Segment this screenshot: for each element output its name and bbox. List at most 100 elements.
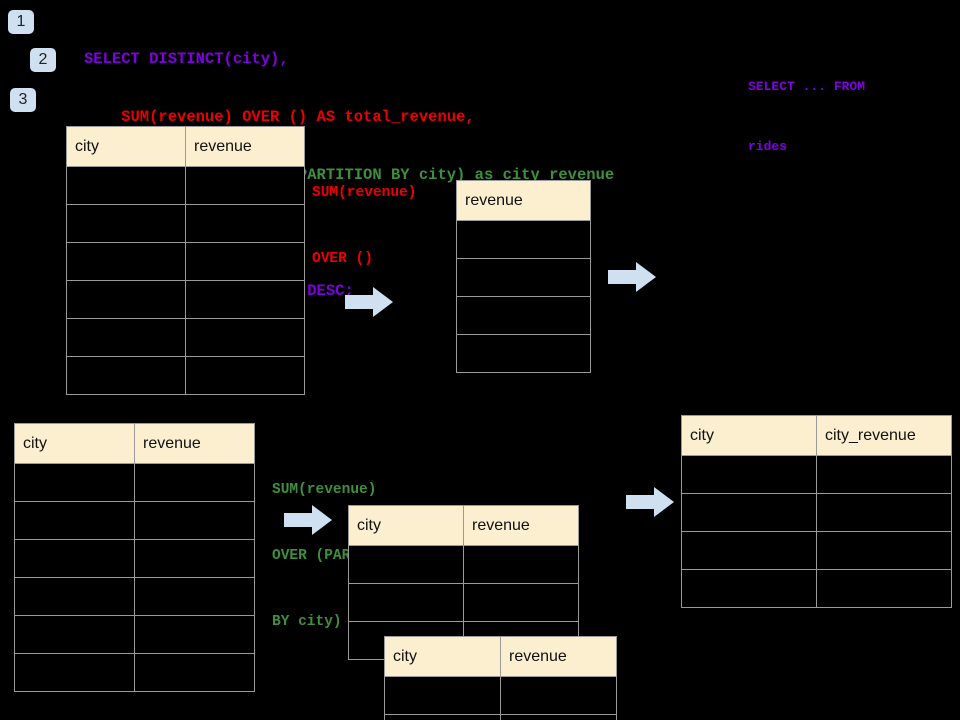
table-row bbox=[348, 545, 579, 584]
annotation-city-revenue: SUM(revenue) OVER (PARTITION BY city) bbox=[272, 435, 403, 677]
cell-city bbox=[681, 531, 817, 570]
step-badge-2-label: 2 bbox=[38, 51, 48, 68]
table-row bbox=[66, 280, 305, 319]
table-row bbox=[14, 653, 255, 692]
table-row bbox=[14, 577, 255, 616]
cell-revenue bbox=[185, 242, 305, 281]
cell-revenue bbox=[500, 676, 617, 715]
cell-revenue bbox=[134, 501, 255, 540]
side-note-select-from-rides: SELECT ... FROM rides bbox=[748, 37, 865, 197]
step-badge-3-label: 3 bbox=[18, 91, 28, 108]
arrow-right-icon bbox=[626, 487, 674, 517]
arrow-shaft bbox=[345, 295, 375, 309]
column-header-revenue: revenue bbox=[185, 126, 305, 167]
cell-city bbox=[66, 242, 186, 281]
column-header-city: city bbox=[384, 636, 501, 677]
cell-city bbox=[681, 569, 817, 608]
table-row bbox=[681, 531, 952, 570]
table-header-row: city city_revenue bbox=[681, 415, 952, 456]
cell-revenue bbox=[134, 653, 255, 692]
table-row bbox=[66, 318, 305, 357]
arrow-right-icon bbox=[608, 262, 656, 292]
cell-revenue bbox=[185, 318, 305, 357]
table-header-row: city revenue bbox=[66, 126, 305, 167]
arrow-head bbox=[636, 262, 656, 292]
arrow-shaft bbox=[626, 495, 656, 509]
table-row bbox=[66, 356, 305, 395]
table-row bbox=[14, 539, 255, 578]
table-row bbox=[384, 714, 617, 720]
cell-revenue bbox=[456, 296, 591, 335]
cell-city bbox=[14, 501, 135, 540]
table-row bbox=[66, 242, 305, 281]
table-rides-bottom: city revenue bbox=[14, 423, 255, 692]
table-row bbox=[348, 583, 579, 622]
table-rides-top: city revenue bbox=[66, 126, 305, 395]
cell-city bbox=[66, 280, 186, 319]
cell-revenue bbox=[456, 258, 591, 297]
table-row bbox=[681, 493, 952, 532]
step-badge-2: 2 bbox=[30, 48, 56, 72]
column-header-revenue: revenue bbox=[500, 636, 617, 677]
table-result: city city_revenue bbox=[681, 415, 952, 608]
arrow-shaft bbox=[284, 513, 314, 527]
cell-city bbox=[348, 545, 464, 584]
table-row bbox=[456, 258, 591, 297]
table-row bbox=[14, 463, 255, 502]
cell-revenue bbox=[456, 334, 591, 373]
column-header-city-revenue: city_revenue bbox=[816, 415, 952, 456]
column-header-city: city bbox=[681, 415, 817, 456]
cell-city bbox=[681, 455, 817, 494]
column-header-revenue: revenue bbox=[463, 505, 579, 546]
table-row bbox=[14, 615, 255, 654]
cell-city bbox=[384, 676, 501, 715]
cell-city bbox=[14, 463, 135, 502]
step-badge-1-label: 1 bbox=[16, 13, 26, 30]
column-header-city: city bbox=[348, 505, 464, 546]
cell-city bbox=[14, 577, 135, 616]
table-header-row: city revenue bbox=[348, 505, 579, 546]
cell-city bbox=[348, 583, 464, 622]
cell-city bbox=[66, 204, 186, 243]
step-badge-1: 1 bbox=[8, 10, 34, 34]
cell-city bbox=[384, 714, 501, 720]
table-row bbox=[456, 220, 591, 259]
cell-revenue bbox=[134, 577, 255, 616]
column-header-city: city bbox=[14, 423, 135, 464]
column-header-city: city bbox=[66, 126, 186, 167]
table-row bbox=[681, 455, 952, 494]
arrow-head bbox=[654, 487, 674, 517]
annotation-partition-line-3: BY city) bbox=[272, 614, 342, 630]
cell-revenue bbox=[185, 356, 305, 395]
table-header-row: revenue bbox=[456, 180, 591, 221]
cell-revenue bbox=[500, 714, 617, 720]
cell-city bbox=[14, 615, 135, 654]
side-note-line-2: rides bbox=[748, 139, 788, 154]
table-row bbox=[66, 166, 305, 205]
annotation-total-line-2: OVER () bbox=[312, 251, 373, 267]
annotation-partition-line-1: SUM(revenue) bbox=[272, 482, 377, 498]
cell-revenue bbox=[134, 463, 255, 502]
arrow-right-icon bbox=[345, 287, 393, 317]
arrow-right-icon bbox=[284, 505, 332, 535]
table-row bbox=[456, 334, 591, 373]
cell-city bbox=[66, 356, 186, 395]
cell-city bbox=[681, 493, 817, 532]
column-header-revenue: revenue bbox=[456, 180, 591, 221]
cell-city-revenue bbox=[816, 455, 952, 494]
table-partition-group-b: city revenue bbox=[384, 636, 617, 720]
cell-revenue bbox=[134, 615, 255, 654]
side-note-line-1: SELECT ... FROM bbox=[748, 79, 866, 94]
cell-revenue bbox=[463, 583, 579, 622]
arrow-head bbox=[312, 505, 332, 535]
table-header-row: city revenue bbox=[14, 423, 255, 464]
step-badge-3: 3 bbox=[10, 88, 36, 112]
table-row bbox=[384, 676, 617, 715]
table-row bbox=[14, 501, 255, 540]
annotation-total-line-1: SUM(revenue) bbox=[312, 185, 417, 201]
column-header-revenue: revenue bbox=[134, 423, 255, 464]
cell-city-revenue bbox=[816, 569, 952, 608]
cell-city bbox=[14, 653, 135, 692]
annotation-total-revenue: SUM(revenue) OVER () bbox=[312, 138, 416, 314]
